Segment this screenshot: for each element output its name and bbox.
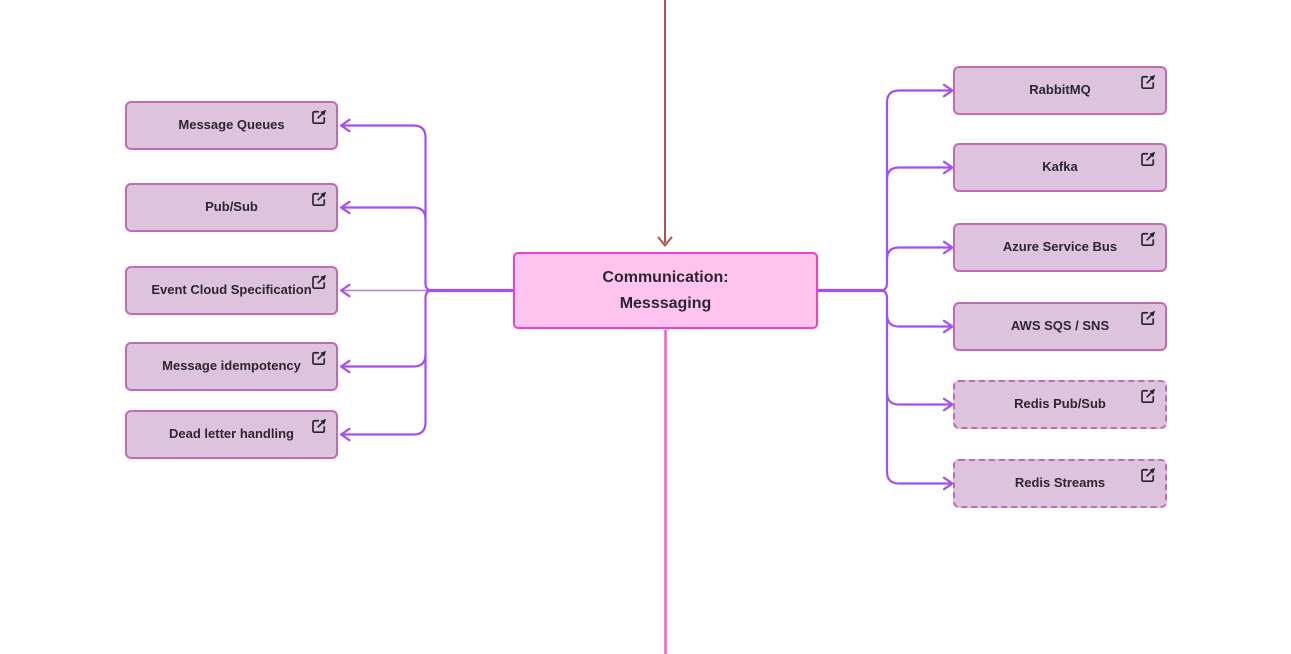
- external-link-icon[interactable]: [310, 417, 328, 435]
- edge-left-branch-2: [342, 206, 427, 220]
- topic-label: Dead letter handling: [169, 426, 294, 442]
- arrowhead-left-5: [339, 427, 351, 442]
- external-link-icon[interactable]: [1139, 387, 1157, 405]
- topic-label: Message idempotency: [162, 358, 301, 374]
- external-link-icon[interactable]: [1139, 73, 1157, 91]
- external-link-icon[interactable]: [1139, 150, 1157, 168]
- arrowhead-left-4: [339, 359, 351, 374]
- arrowhead-right-5: [942, 397, 954, 412]
- topic-label: Redis Streams: [1014, 475, 1106, 491]
- arrowhead-left-2: [339, 200, 351, 215]
- topic-node-message-idempotency[interactable]: Message idempotency: [125, 342, 338, 391]
- topic-label: Redis Pub/Sub: [1014, 396, 1106, 412]
- topic-node-rabbitmq[interactable]: RabbitMQ: [953, 66, 1167, 115]
- edge-right-branch-4: [885, 314, 951, 328]
- external-link-icon[interactable]: [310, 190, 328, 208]
- topic-label: Event Cloud Specification: [151, 282, 312, 298]
- external-link-icon[interactable]: [310, 273, 328, 291]
- topic-label: Pub/Sub: [205, 199, 258, 215]
- arrowhead-right-1: [942, 83, 954, 98]
- external-link-icon[interactable]: [310, 108, 328, 126]
- edge-right-branch-3: [885, 246, 951, 260]
- topic-node-aws-sqs-sns[interactable]: AWS SQS / SNS: [953, 302, 1167, 351]
- topic-label: Kafka: [1042, 159, 1078, 175]
- topic-node-message-queues[interactable]: Message Queues: [125, 101, 338, 150]
- arrowhead-right-6: [942, 476, 954, 491]
- topic-label: RabbitMQ: [1029, 82, 1091, 98]
- external-link-icon[interactable]: [310, 349, 328, 367]
- arrowhead-right-4: [942, 319, 954, 334]
- arrowhead-right-3: [942, 240, 954, 255]
- topic-node-dead-letter-handling[interactable]: Dead letter handling: [125, 410, 338, 459]
- topic-node-redis-streams[interactable]: Redis Streams: [953, 459, 1167, 508]
- edge-left-branch-5: [342, 298, 427, 436]
- topic-node-redis-pub-sub[interactable]: Redis Pub/Sub: [953, 380, 1167, 429]
- external-link-icon[interactable]: [1139, 230, 1157, 248]
- external-link-icon[interactable]: [1139, 309, 1157, 327]
- arrowhead-right-2: [942, 160, 954, 175]
- topic-label: Message Queues: [178, 117, 285, 133]
- center-node-title-line1: Communication:: [602, 268, 729, 286]
- edge-right-branch-6: [885, 298, 951, 485]
- edge-right-branch-2: [885, 166, 951, 180]
- edge-right-branch-1: [885, 89, 951, 283]
- edge-left-branch-4: [342, 354, 427, 368]
- topic-node-communication-messaging[interactable]: Communication: Messsaging: [513, 252, 818, 329]
- arrowhead-left-3: [339, 283, 351, 298]
- arrowhead-incoming-top: [657, 236, 673, 247]
- center-node-title-line2: Messsaging: [619, 295, 712, 312]
- edge-right-branch-5: [885, 392, 951, 406]
- topic-label: Azure Service Bus: [1002, 239, 1118, 255]
- topic-node-pub-sub[interactable]: Pub/Sub: [125, 183, 338, 232]
- topic-label: AWS SQS / SNS: [1010, 318, 1110, 334]
- topic-node-azure-service-bus[interactable]: Azure Service Bus: [953, 223, 1167, 272]
- arrowhead-left-1: [339, 118, 351, 133]
- external-link-icon[interactable]: [1139, 466, 1157, 484]
- topic-node-event-cloud-specification[interactable]: Event Cloud Specification: [125, 266, 338, 315]
- edge-left-branch-1: [342, 124, 427, 283]
- topic-node-kafka[interactable]: Kafka: [953, 143, 1167, 192]
